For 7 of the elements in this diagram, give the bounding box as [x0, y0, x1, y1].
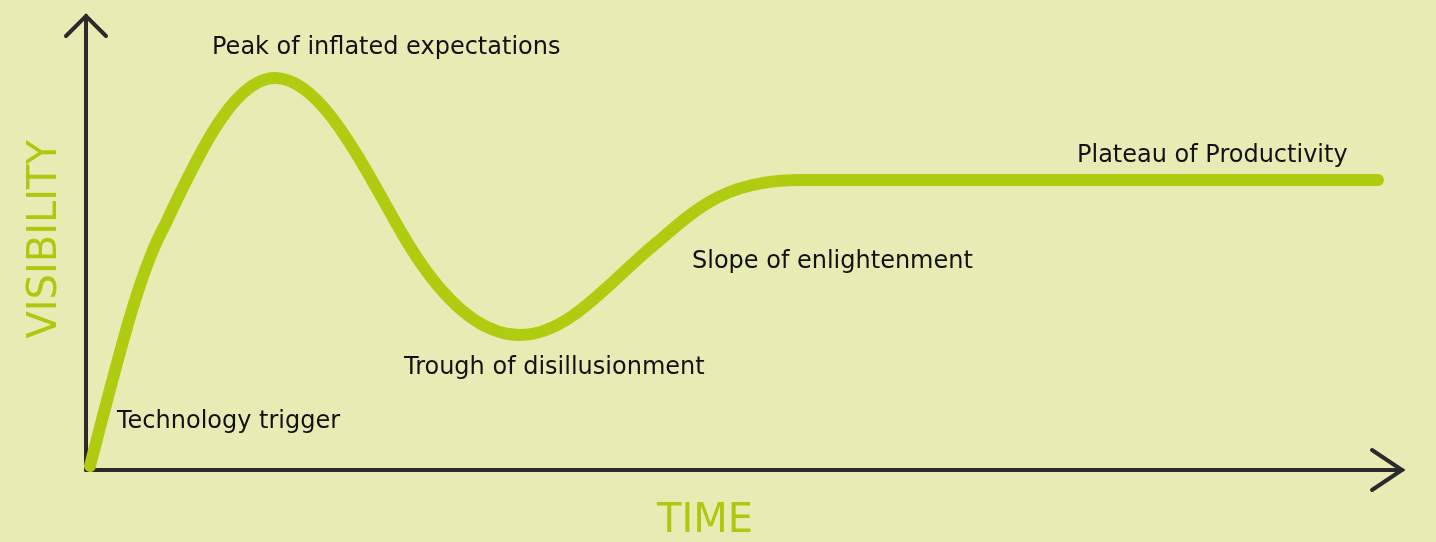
phase-label: Plateau of Productivity [1077, 142, 1348, 166]
phase-label: Peak of inflated expectations [212, 34, 561, 58]
axis-title: VISIBILITY [22, 140, 62, 339]
phase-label: Technology trigger [117, 408, 341, 432]
phase-label: Trough of disillusionment [404, 354, 705, 378]
axis-title: TIME [657, 498, 753, 538]
phase-label: Slope of enlightenment [692, 248, 973, 272]
